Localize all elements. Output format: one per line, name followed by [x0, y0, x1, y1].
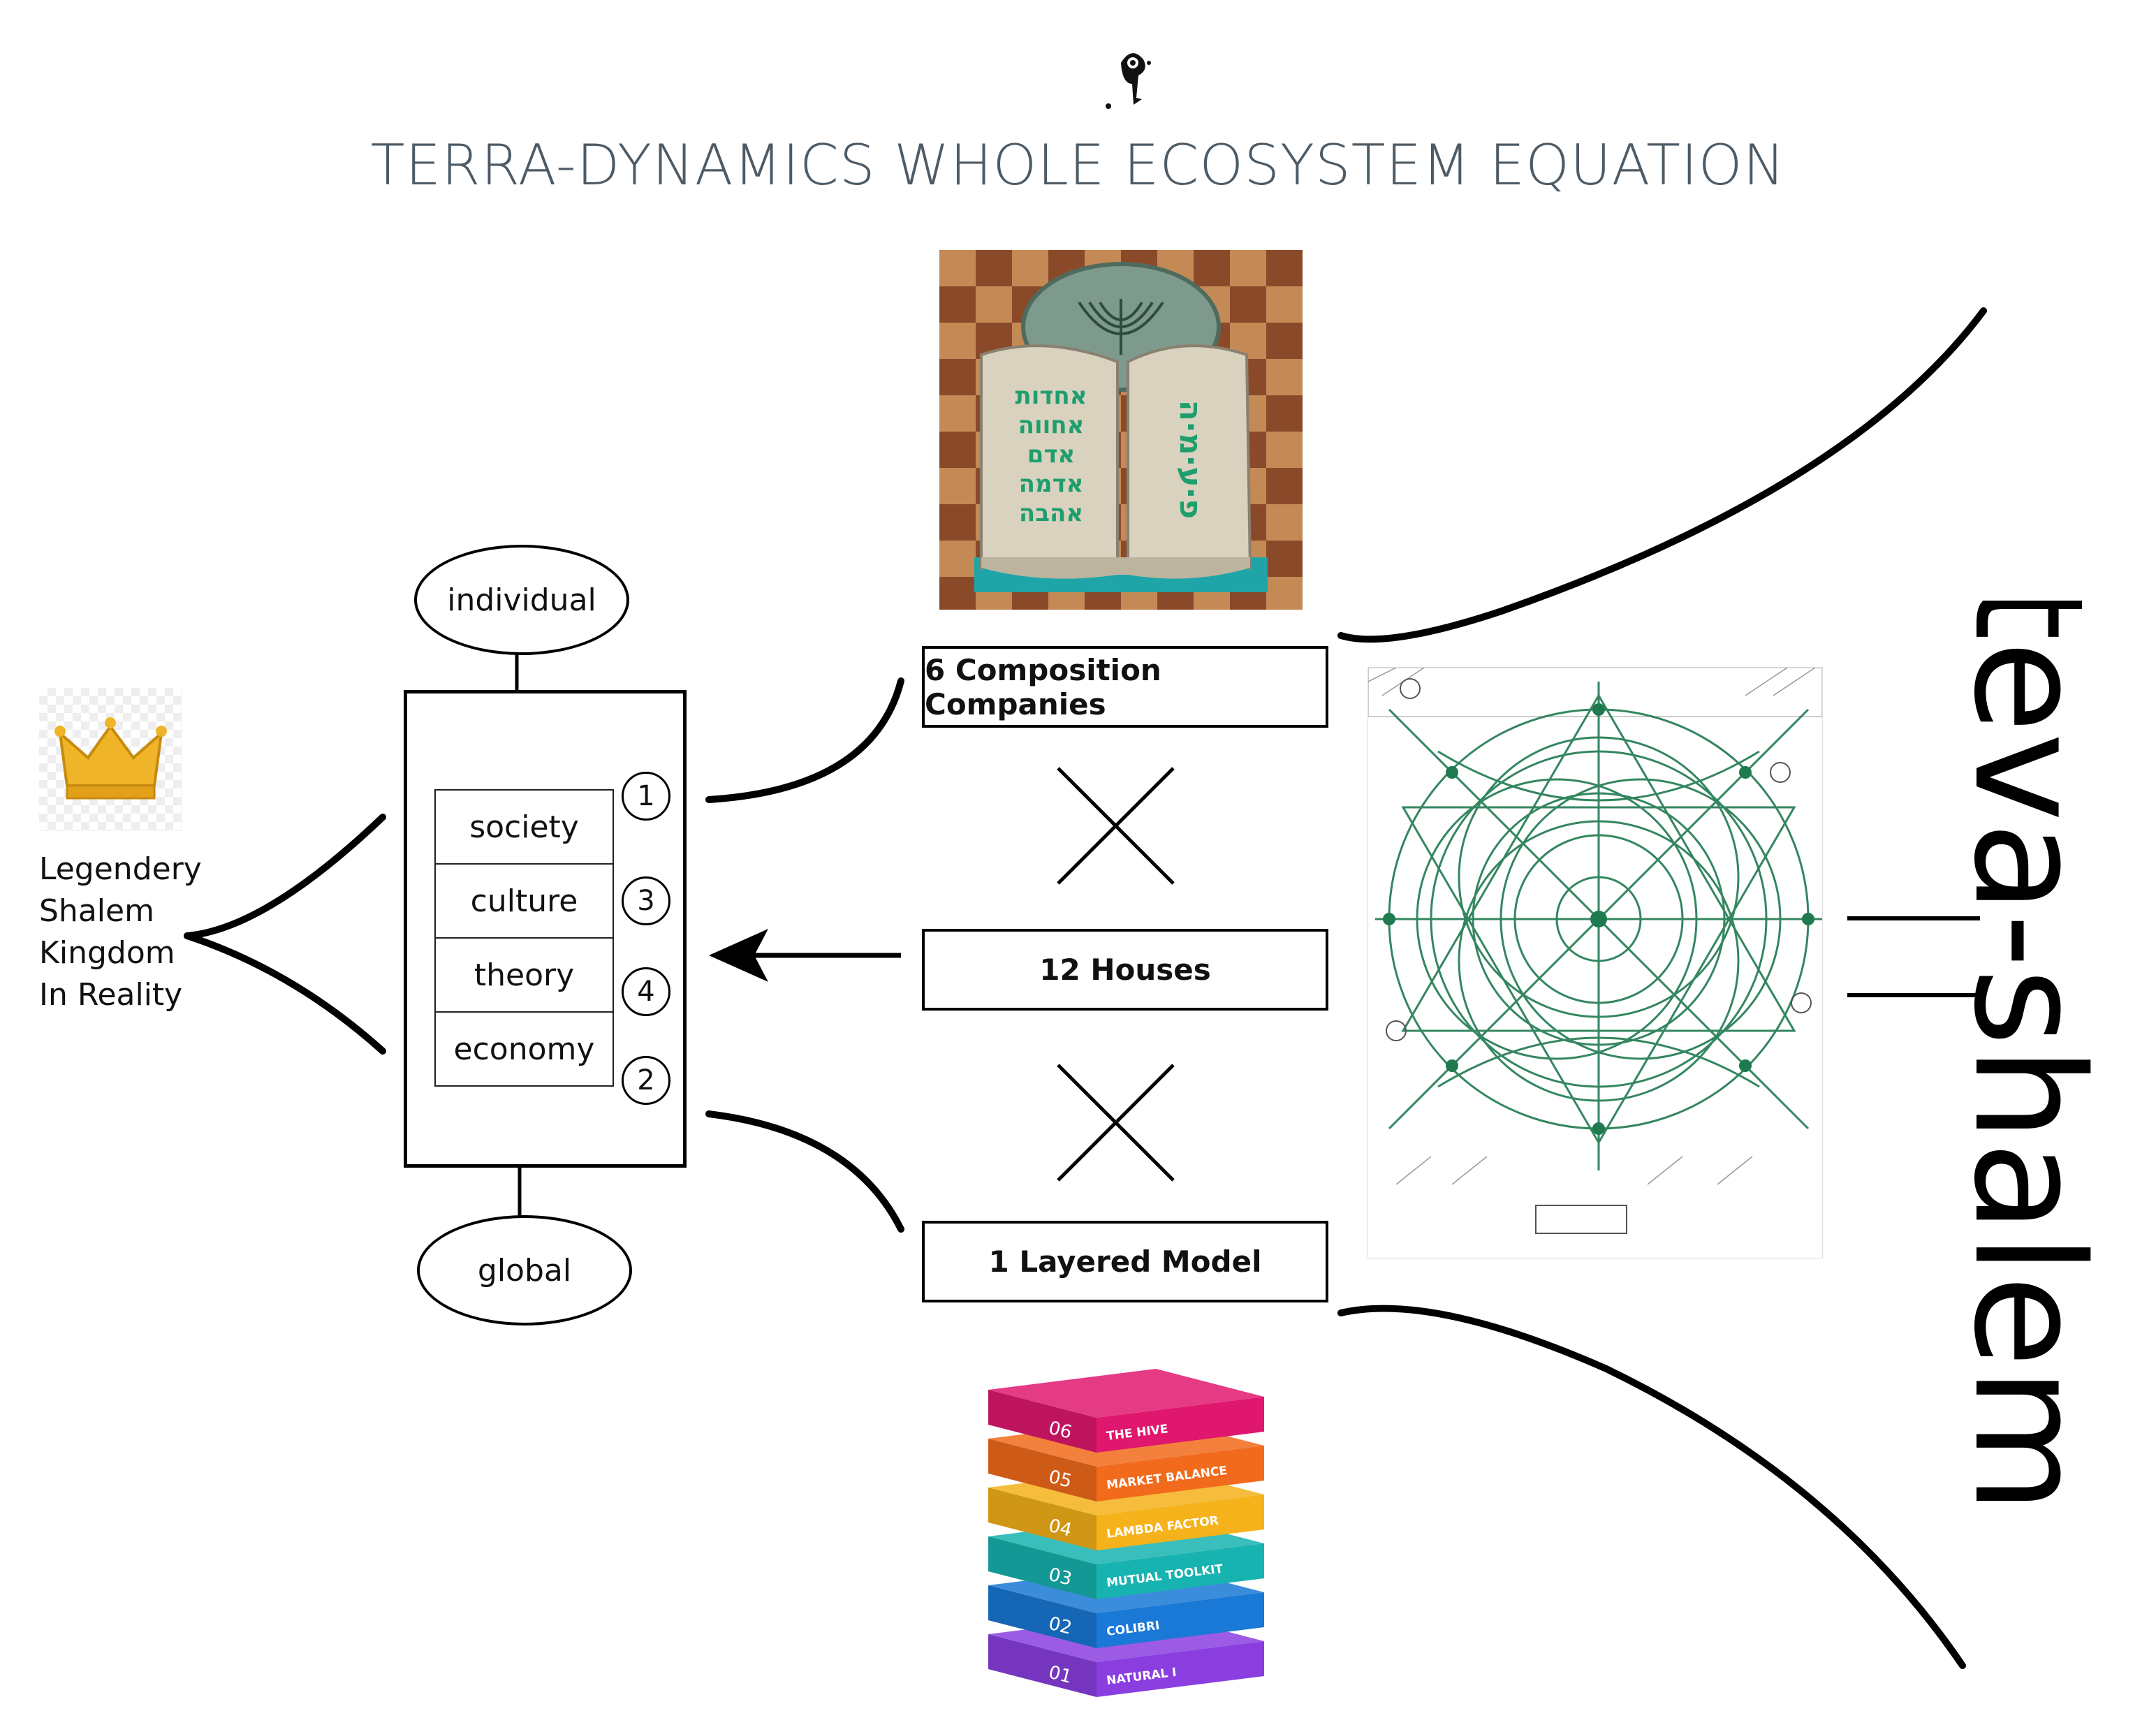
node-individual-label: individual [447, 582, 596, 618]
box-houses: 12 Houses [922, 929, 1328, 1011]
node-global-label: global [477, 1252, 572, 1288]
node-global: global [417, 1215, 632, 1326]
box-composition-companies: 6 Composition Companies [922, 646, 1328, 728]
box-layered-model: 1 Layered Model [922, 1221, 1328, 1302]
box-houses-label: 12 Houses [1039, 953, 1211, 987]
multiply-sign-lower [1057, 1064, 1175, 1182]
book-line-1: אחדות [1015, 382, 1087, 410]
layer-society-label: society [469, 809, 579, 845]
kingdom-caption-line: In Reality [39, 977, 183, 1013]
book-image: אחדות אחווה אדם אדמה אהבה פ·ע·מ·ה [939, 250, 1303, 610]
book-right-page: פ·ע·מ·ה [1173, 400, 1208, 519]
layer-culture: culture [434, 863, 614, 939]
page-title: TERRA-DYNAMICS WHOLE ECOSYSTEM EQUATION [370, 133, 1786, 198]
layer-stack: society culture theory economy [434, 789, 614, 1087]
kingdom-caption: Legendery Shalem Kingdom In Reality [39, 849, 202, 1016]
fork-upper-curve [184, 814, 386, 939]
layer-economy-label: economy [453, 1031, 595, 1067]
result-text: teva-shalem [1941, 601, 2116, 1513]
book-line-5: אהבה [1019, 499, 1083, 527]
layer-culture-label: culture [470, 883, 578, 919]
result-text-container: teva-shalem [1941, 601, 2116, 1513]
kingdom-caption-line: Legendery [39, 851, 202, 887]
brace-lower-curve [1337, 1305, 1966, 1669]
kingdom-caption-line: Kingdom [39, 935, 175, 971]
layer-number-culture: 3 [622, 876, 670, 925]
crown-icon [54, 717, 167, 800]
fork-lower-curve [184, 932, 386, 1055]
book-line-2: אחווה [1018, 411, 1085, 439]
box-composition-label: 6 Composition Companies [925, 652, 1161, 721]
node-individual: individual [414, 545, 629, 655]
book-line-4: אדמה [1019, 470, 1084, 498]
layer-number-economy: 2 [622, 1056, 670, 1105]
layer-society: society [434, 789, 614, 865]
multiply-sign-upper [1057, 767, 1175, 885]
crown-image [39, 688, 182, 831]
book-line-3: אדם [1027, 441, 1075, 469]
layer-number-society: 1 [622, 772, 670, 821]
layer-economy: economy [434, 1011, 614, 1087]
logo-figure [1100, 42, 1163, 119]
curve-to-layered-model [705, 1110, 904, 1233]
curve-to-composition [705, 677, 904, 803]
layer-theory-label: theory [474, 957, 575, 993]
sacred-geometry-sketch [1367, 667, 1823, 1258]
layer-number-theory: 4 [622, 967, 670, 1016]
brace-upper-curve [1337, 307, 1987, 643]
box-layered-label: 1 Layered Model [988, 1245, 1262, 1279]
equals-sign [1847, 916, 1980, 997]
layer-theory: theory [434, 937, 614, 1013]
kingdom-caption-line: Shalem [39, 893, 154, 929]
